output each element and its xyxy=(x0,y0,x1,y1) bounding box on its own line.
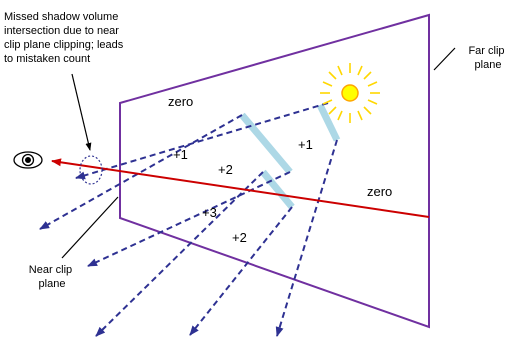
count-zero-right: zero xyxy=(367,184,392,199)
eye-icon xyxy=(13,151,43,169)
far-plane-pointer xyxy=(433,47,456,71)
count-plus2-lower: +2 xyxy=(232,230,247,245)
missed-note: Missed shadow volume intersection due to… xyxy=(4,11,126,65)
missed-intersection-marker xyxy=(79,155,103,185)
shadow-ray-1 xyxy=(75,102,329,180)
far-clip-label: Far clip plane xyxy=(468,45,507,71)
view-ray xyxy=(51,158,430,218)
shadow-ray-5 xyxy=(189,206,293,336)
count-plus2-upper: +2 xyxy=(218,162,233,177)
occluders xyxy=(239,103,341,210)
occluder-upper xyxy=(239,112,293,175)
missed-note-line-1: Missed shadow volume xyxy=(4,11,118,23)
count-plus1-right: +1 xyxy=(298,137,313,152)
shadow-ray-4 xyxy=(95,171,264,337)
occluder-right xyxy=(316,103,341,142)
occluder-lower xyxy=(260,169,295,210)
far-clip-label-line-1: Far clip xyxy=(468,45,504,57)
near-plane-pointer xyxy=(61,196,119,259)
view-frustum-outline xyxy=(119,13,430,329)
missed-note-line-4: to mistaken count xyxy=(4,53,90,65)
shadow-volume-edges xyxy=(39,102,338,337)
count-plus3: +3 xyxy=(202,205,217,220)
shadow-ray-2 xyxy=(39,114,243,230)
near-clip-label-line-1: Near clip xyxy=(29,264,72,276)
missed-note-pointer xyxy=(71,73,92,151)
near-clip-label: Near clip plane xyxy=(29,264,75,290)
missed-note-line-3: clip plane clipping; leads xyxy=(4,39,124,51)
far-clip-label-line-2: plane xyxy=(475,59,502,71)
count-plus1-left: +1 xyxy=(173,147,188,162)
count-zero-top: zero xyxy=(168,94,193,109)
near-clip-label-line-2: plane xyxy=(39,278,66,290)
sun-icon xyxy=(320,63,380,123)
shadow-ray-3 xyxy=(87,171,291,267)
missed-note-line-2: intersection due to near xyxy=(4,25,119,37)
shadow-ray-6 xyxy=(275,139,338,337)
